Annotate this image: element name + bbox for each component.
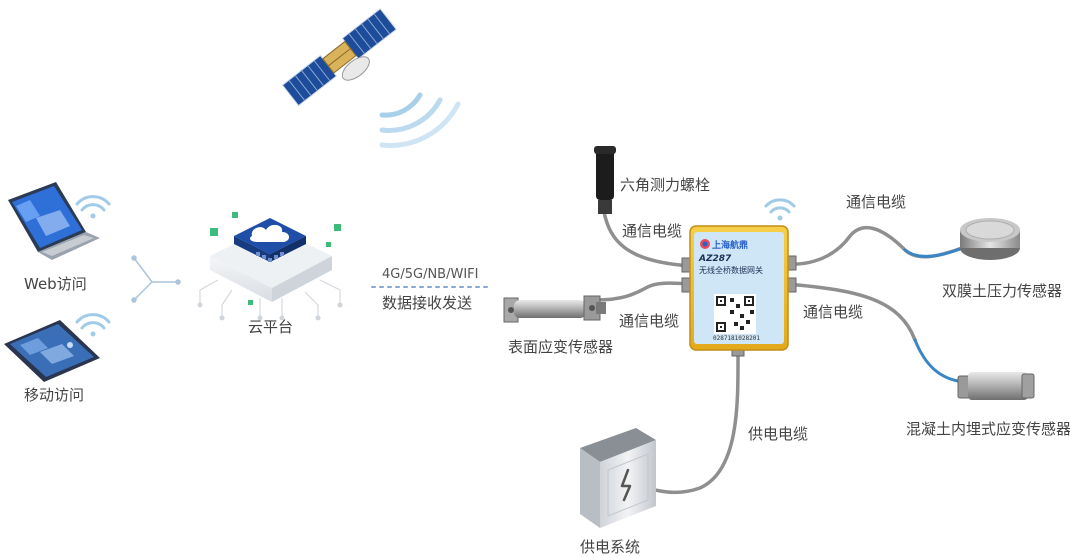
power-cabinet-icon bbox=[580, 428, 656, 528]
gateway-brand: 上海航鼎 bbox=[712, 241, 749, 251]
bolt-sensor-icon bbox=[594, 146, 616, 214]
wifi-icon-web bbox=[75, 195, 111, 219]
pressure-sensor-lead bbox=[903, 245, 967, 258]
surface-strain-sensor-icon bbox=[503, 295, 606, 323]
embedded-sensor-label: 混凝土内埋式应变传感器 bbox=[906, 420, 1070, 438]
gateway-serial: 0287181028201 bbox=[713, 335, 760, 342]
mobile-access-label: 移动访问 bbox=[24, 386, 85, 404]
power-system-label: 供电系统 bbox=[580, 538, 641, 556]
cable-label-bottom-left: 通信电缆 bbox=[619, 312, 680, 330]
wifi-icon-mobile bbox=[75, 313, 111, 337]
web-access-label: Web访问 bbox=[24, 275, 87, 293]
power-cable bbox=[653, 348, 740, 495]
laptop-icon bbox=[8, 182, 100, 260]
cables bbox=[594, 210, 967, 495]
embedded-sensor-lead bbox=[913, 338, 967, 384]
cloud-platform-label: 云平台 bbox=[248, 318, 294, 336]
pressure-sensor-cable bbox=[784, 226, 964, 266]
network-label: 4G/5G/NB/WIFI bbox=[382, 267, 479, 282]
embedded-strain-sensor-icon bbox=[957, 372, 1035, 400]
access-junction bbox=[131, 255, 181, 303]
pressure-sensor-label: 双膜土压力传感器 bbox=[942, 282, 1063, 300]
surface-sensor-cable bbox=[594, 281, 694, 302]
data-transfer-label: 数据接收发送 bbox=[382, 294, 473, 312]
gateway-name: 无线全桥数据网关 bbox=[699, 266, 763, 275]
surface-sensor-label: 表面应变传感器 bbox=[508, 338, 614, 356]
gateway-box-icon bbox=[681, 225, 797, 357]
satellite-icon bbox=[281, 8, 397, 107]
cable-label-top-right: 通信电缆 bbox=[846, 193, 907, 211]
wifi-icon-gateway bbox=[764, 198, 796, 221]
cable-label-bottom-right: 通信电缆 bbox=[803, 303, 864, 321]
phone-icon bbox=[4, 320, 100, 382]
pressure-cell-icon bbox=[960, 218, 1020, 260]
bolt-label: 六角测力螺栓 bbox=[620, 176, 711, 194]
gateway-model: AZ287 bbox=[699, 254, 732, 264]
cable-label-top-left: 通信电缆 bbox=[622, 222, 683, 240]
power-cable-label: 供电电缆 bbox=[748, 425, 809, 443]
cloud-chip-icon bbox=[197, 212, 343, 321]
bolt-cable bbox=[602, 210, 694, 268]
embedded-sensor-cable bbox=[784, 282, 917, 342]
satellite-signal-icon bbox=[379, 92, 461, 148]
